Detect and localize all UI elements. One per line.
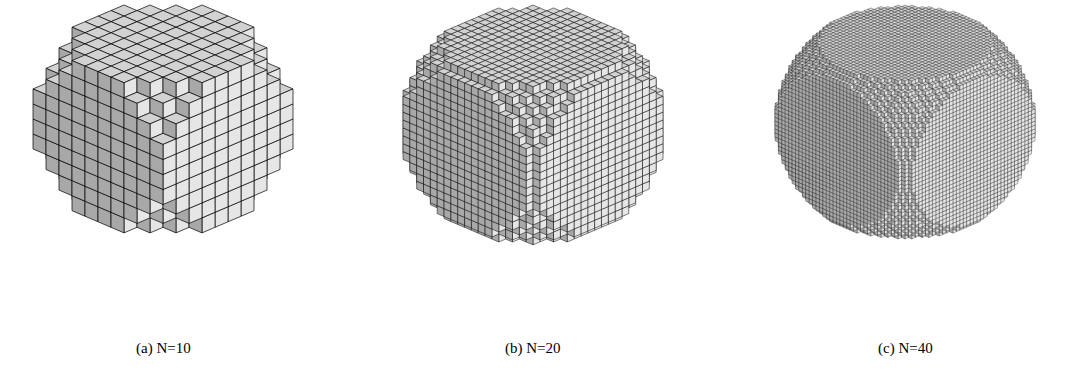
hex-mesh <box>403 5 663 245</box>
hex-mesh <box>33 5 293 233</box>
hex-mesh <box>775 5 1035 239</box>
